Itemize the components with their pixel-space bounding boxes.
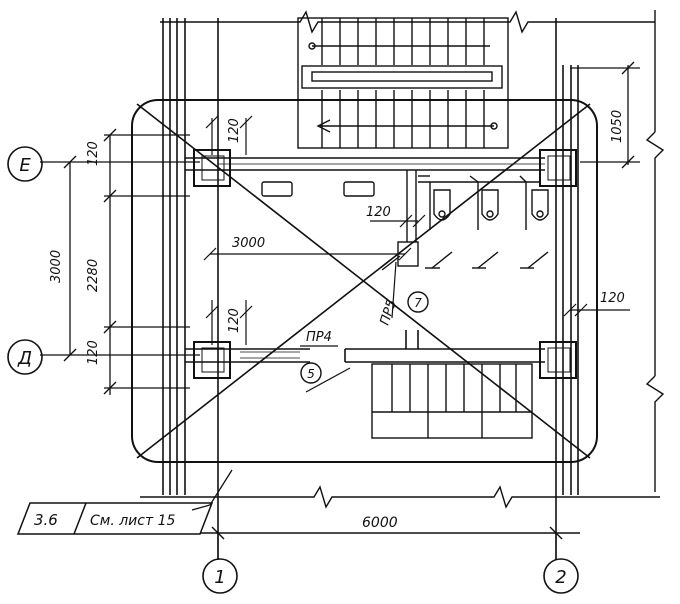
- lower-wall: [185, 330, 577, 379]
- dim-3000-inner: 3000: [232, 236, 265, 251]
- dim-2280: 2280: [86, 259, 101, 292]
- upper-wall: [185, 149, 577, 187]
- axis-label-2: 2: [555, 567, 566, 588]
- axis-bubble-col-2: 2: [543, 558, 579, 594]
- dim-120-inner: 120: [366, 205, 391, 220]
- mark-circle-7: [407, 291, 429, 313]
- mark-number-7: 7: [414, 296, 422, 310]
- axis-label-e: Е: [19, 155, 31, 176]
- bottom-dimension-line: [140, 485, 660, 540]
- sink-fixtures: [261, 181, 375, 197]
- axis-label-1: 1: [214, 567, 225, 588]
- right-dimension-1050: [570, 61, 640, 169]
- axis-bubble-row-e: Е: [7, 146, 43, 182]
- cross-diagonals: [136, 103, 591, 459]
- building-vertical-lines: [162, 18, 579, 560]
- lower-staircase: [371, 363, 533, 439]
- dim-1050: 1050: [610, 110, 625, 143]
- dim-6000: 6000: [362, 515, 398, 531]
- left-dimension-lines: [40, 128, 200, 395]
- dim-120-top-left: 120: [86, 141, 101, 166]
- axis-label-d: Д: [17, 348, 32, 369]
- mark-leaders: [300, 261, 397, 393]
- dim-120-right: 120: [600, 291, 625, 306]
- axis-extension-lines: [217, 533, 557, 560]
- reference-leader: [191, 469, 233, 511]
- toilet-fixtures: [433, 189, 549, 221]
- dim-120-col-top: 120: [227, 118, 242, 143]
- dim-120-col-mid: 120: [227, 308, 242, 333]
- mark-number-5: 5: [307, 367, 315, 381]
- mark-circle-5: [300, 362, 322, 384]
- axis-bubble-row-d: Д: [7, 339, 43, 375]
- upper-staircase: [297, 17, 509, 149]
- axis-bubble-col-1: 1: [202, 558, 238, 594]
- dim-120-mid-left: 120: [86, 340, 101, 365]
- dim-3000-left: 3000: [49, 250, 64, 283]
- interior-partitions: [397, 170, 540, 267]
- column-leaders: [203, 115, 630, 345]
- reference-box: 3.6 См. лист 15: [16, 502, 214, 535]
- mark-pr4: ПР4: [306, 330, 332, 345]
- plan-boundary: [131, 99, 598, 463]
- reference-note: См. лист 15: [90, 513, 175, 529]
- reference-code: 3.6: [34, 511, 58, 529]
- top-dimension-line: [160, 10, 665, 492]
- mark-pr5: ПР5: [378, 298, 400, 327]
- stall-doors: [381, 251, 549, 271]
